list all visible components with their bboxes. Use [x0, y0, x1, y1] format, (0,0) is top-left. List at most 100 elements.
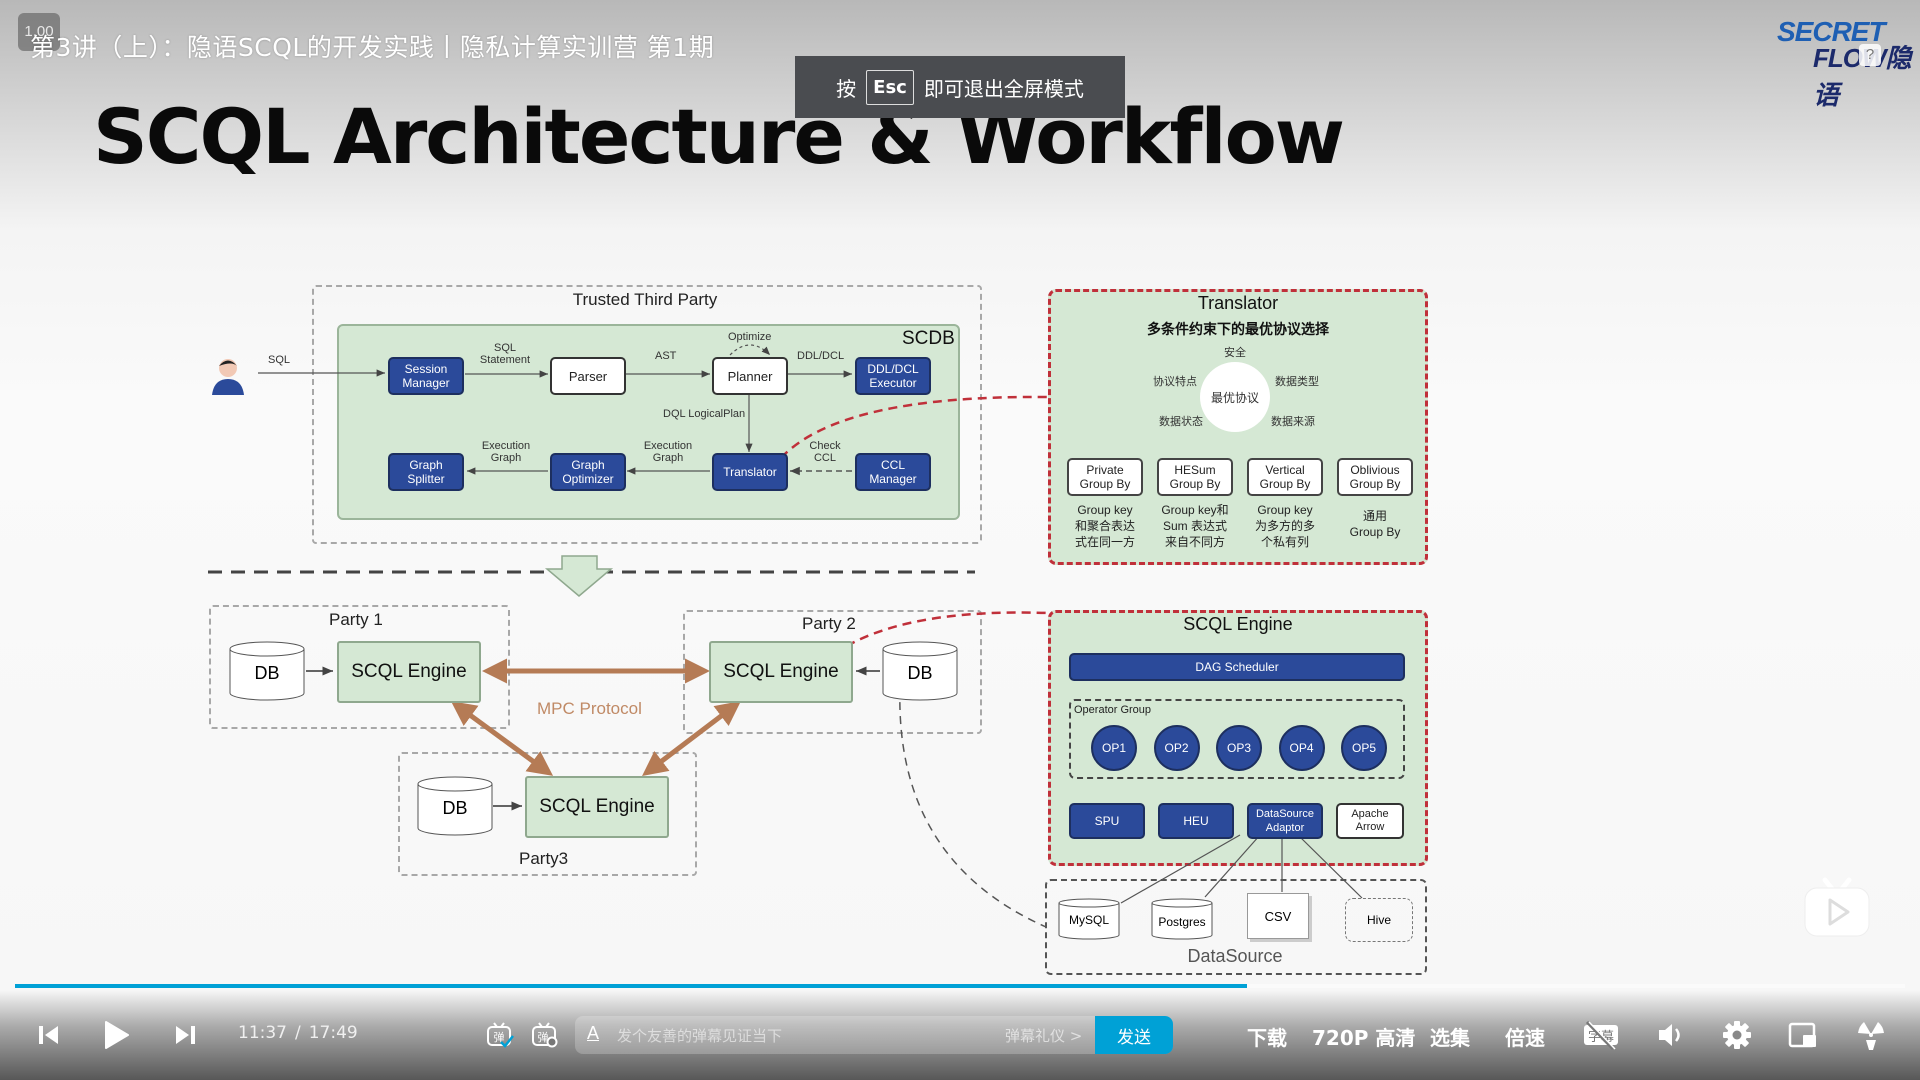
send-button[interactable]: 发送: [1095, 1016, 1173, 1054]
danmaku-bar: A 弹幕礼仪 > 发送: [575, 1016, 1173, 1056]
db-cylinder-icon: [882, 641, 958, 701]
party2-db: DB: [882, 641, 958, 701]
danmaku-etiquette-link[interactable]: 弹幕礼仪 >: [1005, 1027, 1083, 1045]
logo-line1: SECRET: [1777, 16, 1886, 47]
prev-icon[interactable]: [36, 1022, 62, 1048]
exit-fullscreen-toast: 按 Esc 即可退出全屏模式: [795, 56, 1125, 118]
danmaku-settings-icon[interactable]: 弹: [531, 1021, 559, 1049]
translator-panel-title: Translator: [1197, 293, 1279, 313]
user-icon: [210, 355, 246, 395]
edge-optimize-loop: [729, 344, 771, 356]
datasource-csv: CSV: [1247, 893, 1309, 939]
trusted-third-party-label: Trusted Third Party: [572, 290, 718, 309]
operator-op5: OP5: [1341, 725, 1387, 771]
scql-engine-panel-title: SCQL Engine: [1183, 614, 1293, 634]
datasource-mysql: MySQL: [1058, 898, 1120, 940]
next-icon[interactable]: [172, 1022, 198, 1048]
time-current: 11:37: [238, 1023, 287, 1043]
optimal-protocol-label: 最优协议: [1210, 391, 1259, 405]
edge-label-dql: DQL LogicalPlan: [663, 408, 746, 420]
translator-panel-subtitle: 多条件约束下的最优协议选择: [1147, 321, 1329, 337]
party2-scql-engine: SCQL Engine: [709, 641, 853, 703]
dag-scheduler: DAG Scheduler: [1069, 653, 1405, 681]
datasource-label: DataSource: [1187, 946, 1283, 966]
party2-label: Party 2: [802, 614, 856, 633]
factor-data-type: 数据类型: [1275, 376, 1319, 388]
link-postgres: [1204, 834, 1261, 898]
diagram-connectors: [208, 344, 1363, 928]
factor-security: 安全: [1224, 347, 1246, 359]
esc-key-hint: Esc: [866, 69, 914, 105]
db-label: DB: [254, 663, 280, 683]
factor-data-source: 数据来源: [1271, 416, 1315, 428]
down-arrow-shape: [544, 555, 614, 597]
quality-button[interactable]: 720P 高清: [1312, 1026, 1416, 1050]
operator-op4: OP4: [1278, 725, 1325, 771]
operator-op3: OP3: [1216, 725, 1262, 771]
module-datasource-adaptor: DataSource Adaptor: [1247, 803, 1323, 839]
playback-speed-badge: 1.00: [18, 13, 60, 51]
group-by-hesum: HESum Group By Group key和 Sum 表达式 来自不同方: [1150, 458, 1240, 550]
group-by-name: Vertical Group By: [1247, 458, 1323, 496]
party1-db: DB: [229, 641, 305, 701]
progress-fill: [15, 984, 1248, 988]
party1-scql-engine: SCQL Engine: [337, 641, 481, 703]
module-apache-arrow: Apache Arrow: [1336, 803, 1404, 839]
db-to-datasource-link: [899, 687, 1047, 928]
danmaku-toggle-icon[interactable]: 弹: [486, 1021, 514, 1049]
fullscreen-icon[interactable]: [1855, 1019, 1887, 1051]
datasource-item-label: MySQL: [1068, 913, 1109, 927]
speed-button[interactable]: 倍速: [1505, 1026, 1545, 1050]
node-graph-splitter: Graph Splitter: [388, 453, 464, 491]
group-by-vertical: Vertical Group By Group key 为多方的多 个私有列: [1240, 458, 1330, 550]
db-cylinder-icon: [229, 641, 305, 701]
download-button[interactable]: 下载: [1247, 1026, 1287, 1050]
toast-suffix: 即可退出全屏模式: [923, 76, 1084, 101]
progress-bar[interactable]: [15, 984, 1905, 988]
volume-icon[interactable]: [1655, 1021, 1685, 1049]
svg-text:弹: 弹: [494, 1030, 505, 1044]
callout-translator: [780, 395, 1049, 459]
trusted-third-party-box: [312, 285, 982, 544]
group-by-name: Private Group By: [1067, 458, 1143, 496]
text-style-icon[interactable]: A: [587, 1023, 600, 1043]
db-cylinder-icon: [1058, 898, 1120, 940]
tv-float-icon[interactable]: [1803, 874, 1871, 938]
group-by-name: HESum Group By: [1157, 458, 1233, 496]
scdb-label: SCDB: [902, 328, 955, 349]
node-ccl-manager: CCL Manager: [855, 453, 931, 491]
party3-scql-engine: SCQL Engine: [525, 776, 669, 838]
group-by-desc: 通用 Group By: [1349, 509, 1401, 539]
node-translator: Translator: [712, 453, 788, 491]
node-ddl-dcl-executor: DDL/DCL Executor: [855, 357, 931, 395]
subtitle-off-icon[interactable]: 字幕: [1581, 1020, 1621, 1050]
danmaku-input[interactable]: [615, 1016, 959, 1056]
video-title: 第3讲（上）：隐语SCQL的开发实践丨隐私计算实训营 第1期: [30, 33, 715, 62]
factor-data-state: 数据状态: [1159, 416, 1203, 428]
slide-title: SCQL Architecture & Workflow: [93, 92, 1345, 181]
node-graph-optimizer: Graph Optimizer: [550, 453, 626, 491]
time-total: 17:49: [308, 1023, 358, 1043]
edge-label-ast: AST: [655, 350, 677, 362]
node-parser: Parser: [550, 357, 626, 395]
db-cylinder-icon: [417, 776, 493, 836]
pip-icon[interactable]: [1788, 1020, 1818, 1050]
party3-db: DB: [417, 776, 493, 836]
link-mysql: [1120, 834, 1241, 904]
module-spu: SPU: [1069, 803, 1145, 839]
group-by-list: Private Group By Group key 和聚合表达 式在同一方 H…: [1060, 458, 1418, 550]
link-hive: [1297, 834, 1363, 899]
group-by-desc: Group key 和聚合表达 式在同一方: [1074, 503, 1135, 549]
operator-op1: OP1: [1091, 725, 1137, 771]
operator-group: Operator Group OP1 OP2 OP3 OP4 OP5: [1069, 699, 1405, 779]
settings-icon[interactable]: [1722, 1020, 1752, 1050]
help-icon[interactable]: ?: [1859, 44, 1881, 66]
edge-label-ddl-dcl: DDL/DCL: [797, 350, 845, 362]
mpc-arrow-p1-p3: [450, 701, 554, 776]
time-separator: /: [295, 1023, 301, 1043]
edge-label-sql: SQL: [268, 354, 291, 366]
node-planner: Planner: [712, 357, 788, 395]
play-icon[interactable]: [100, 1018, 132, 1052]
episodes-button[interactable]: 选集: [1430, 1026, 1470, 1050]
group-by-desc: Group key 为多方的多 个私有列: [1254, 503, 1315, 549]
